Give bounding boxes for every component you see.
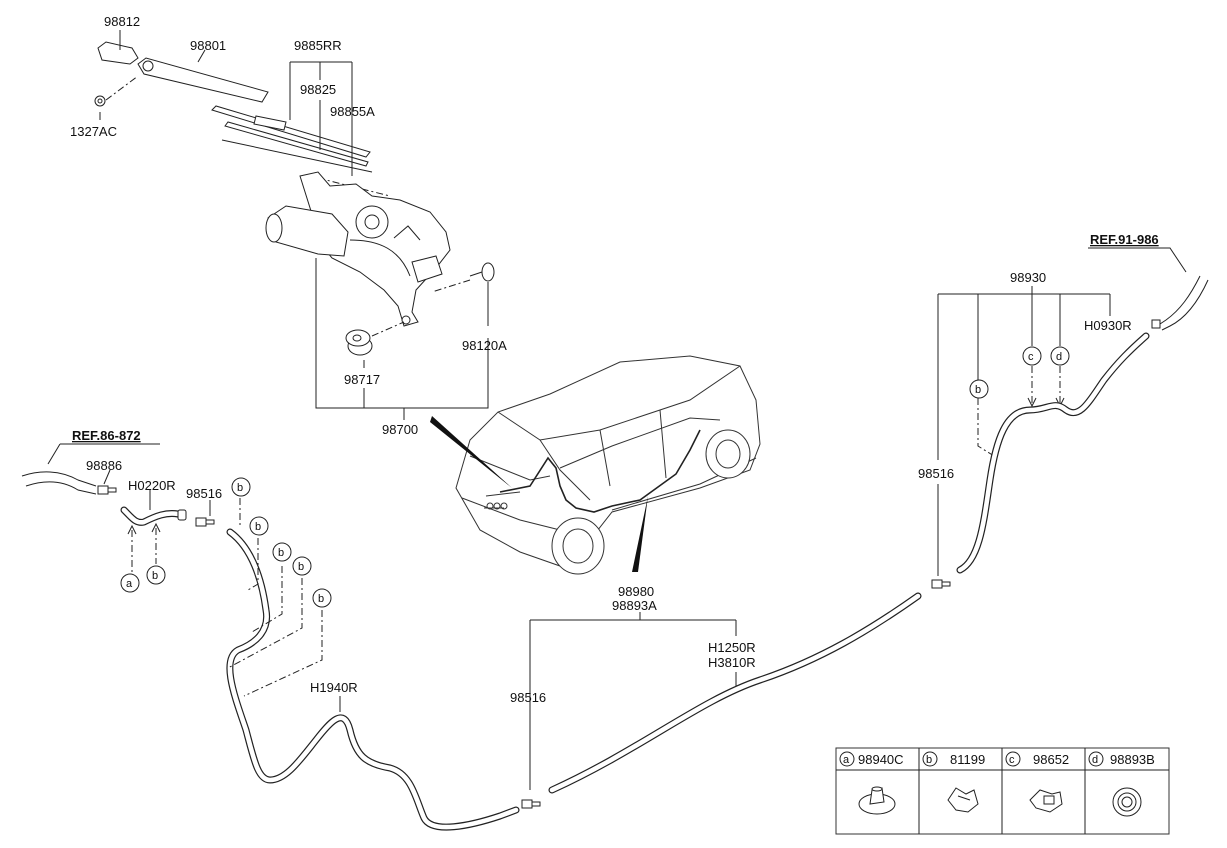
legend-item-d: d 98893B: [1088, 751, 1155, 817]
pointer-wedge-upper: [430, 416, 512, 488]
hose-H1940R: [226, 528, 520, 831]
ref-86-872: REF.86-872: [72, 428, 141, 443]
legend-item-b: b 81199: [922, 751, 985, 813]
hose-clip-icon: [947, 787, 979, 813]
svg-text:b: b: [152, 570, 158, 582]
callout-a-left: a: [120, 573, 140, 593]
label-98120A: 98120A: [462, 338, 507, 353]
legend-item-c: c 98652: [1005, 751, 1069, 813]
svg-text:98652: 98652: [1033, 752, 1069, 767]
label-98700: 98700: [382, 422, 418, 437]
svg-text:d: d: [1056, 351, 1062, 363]
legend-table: a 98940C b 81199 c 98652: [835, 747, 1170, 835]
callout-b-5: b: [312, 588, 332, 608]
bolt-icon: [469, 262, 495, 282]
grommet-clip-icon: [858, 786, 896, 815]
label-H1940R: H1940R: [310, 680, 358, 695]
pointer-wedge-lower: [632, 496, 648, 572]
wiper-motor-icon: [265, 171, 451, 327]
callout-b-left: b: [146, 565, 166, 585]
svg-text:98940C: 98940C: [858, 752, 904, 767]
label-9885RR: 9885RR: [294, 38, 342, 53]
car-illustration: [455, 355, 761, 575]
svg-text:98893B: 98893B: [1110, 752, 1155, 767]
label-1327AC: 1327AC: [70, 124, 117, 139]
wiper-leaders: [99, 30, 489, 420]
svg-text:81199: 81199: [950, 752, 985, 767]
left-hose-section: [21, 443, 215, 572]
label-98930: 98930: [1010, 270, 1046, 285]
svg-text:b: b: [278, 547, 284, 559]
label-98886: 98886: [86, 458, 122, 473]
svg-text:b: b: [318, 593, 324, 605]
grommet-icon: [345, 329, 373, 356]
callout-b-1: b: [231, 477, 251, 497]
svg-text:b: b: [237, 482, 243, 494]
label-98855A: 98855A: [330, 104, 375, 119]
svg-text:a: a: [843, 754, 850, 766]
wiper-arm-cap-icon: [97, 41, 139, 65]
wiper-blade-icon: [211, 105, 373, 173]
callout-c-right: c: [1022, 346, 1042, 366]
connector-clip-icon: [1029, 789, 1063, 813]
connector-98886-icon: [97, 485, 117, 495]
label-98516-right: 98516: [918, 466, 954, 481]
svg-text:b: b: [298, 561, 304, 573]
wiper-arm-icon: [137, 57, 269, 103]
svg-text:b: b: [255, 521, 261, 533]
callout-b-2: b: [249, 516, 269, 536]
connector-98516-right-icon: [931, 579, 951, 589]
right-section: [931, 247, 1209, 589]
svg-text:a: a: [126, 578, 133, 590]
svg-text:d: d: [1092, 754, 1098, 766]
label-98812: 98812: [104, 14, 140, 29]
svg-text:b: b: [975, 384, 981, 396]
label-H0930R: H0930R: [1084, 318, 1132, 333]
clip-leaders-left: [227, 498, 323, 697]
round-grommet-icon: [1112, 787, 1142, 817]
svg-text:b: b: [926, 754, 932, 766]
connector-98516-left-icon: [195, 517, 215, 527]
ref-91-986: REF.91-986: [1090, 232, 1159, 247]
hose-H0930R: [956, 332, 1150, 574]
legend-item-a: a 98940C: [839, 751, 904, 815]
label-98980: 98980: [618, 584, 654, 599]
label-98717: 98717: [344, 372, 380, 387]
svg-text:c: c: [1009, 754, 1015, 766]
callout-b-4: b: [292, 556, 312, 576]
connector-98516-mid-icon: [521, 799, 541, 809]
wiper-assembly: [94, 41, 495, 356]
callout-d-right: d: [1050, 346, 1070, 366]
label-H3810R: H3810R: [708, 655, 756, 670]
label-98825: 98825: [300, 82, 336, 97]
label-H0220R: H0220R: [128, 478, 176, 493]
label-98893A: 98893A: [612, 598, 657, 613]
label-98516-left: 98516: [186, 486, 222, 501]
callout-b-3: b: [272, 542, 292, 562]
middle-section: [521, 612, 737, 809]
label-98516-mid: 98516: [510, 690, 546, 705]
nut-icon: [94, 95, 106, 107]
label-98801: 98801: [190, 38, 226, 53]
callout-b-right: b: [969, 379, 989, 399]
svg-text:c: c: [1028, 351, 1034, 363]
label-H1250R: H1250R: [708, 640, 756, 655]
